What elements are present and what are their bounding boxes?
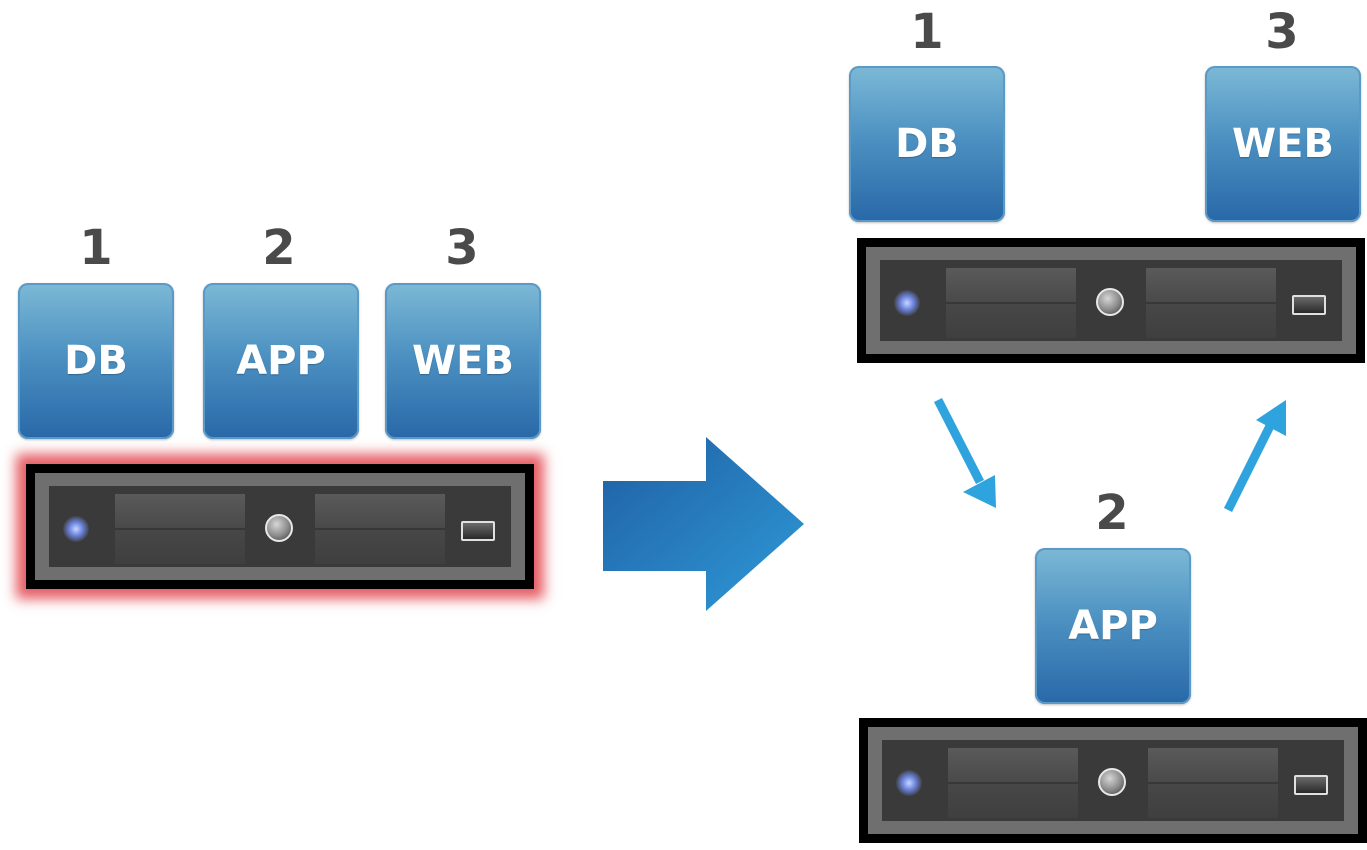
tier-number: 3 — [1265, 4, 1299, 60]
db-tier-tile: DB — [18, 283, 174, 439]
server-panel — [880, 260, 1342, 341]
flow-arrow-up-icon — [1223, 400, 1286, 513]
power-led-icon — [896, 770, 922, 796]
drive-bay — [315, 494, 445, 564]
transition-arrow-icon — [603, 437, 804, 611]
drive-bay — [948, 748, 1078, 818]
single-server-highlighted — [26, 464, 534, 589]
power-button-icon — [265, 514, 293, 542]
power-led-icon — [63, 516, 89, 542]
tier-number: 3 — [445, 220, 479, 276]
port-slot-icon — [461, 521, 495, 541]
tier-number: 2 — [1095, 485, 1129, 541]
db-tier-tile: DB — [849, 66, 1005, 222]
tier-number: 1 — [79, 220, 113, 276]
drive-bay — [1146, 268, 1276, 338]
app-tier-tile: APP — [203, 283, 359, 439]
tier-number: 1 — [910, 4, 944, 60]
web-tier-tile: WEB — [1205, 66, 1361, 222]
tier-number: 2 — [262, 220, 296, 276]
drive-bay — [115, 494, 245, 564]
power-button-icon — [1098, 768, 1126, 796]
port-slot-icon — [1292, 295, 1326, 315]
app-tier-tile: APP — [1035, 548, 1191, 704]
web-tier-tile: WEB — [385, 283, 541, 439]
server-top — [857, 238, 1365, 363]
drive-bay — [1148, 748, 1278, 818]
drive-bay — [946, 268, 1076, 338]
power-button-icon — [1096, 288, 1124, 316]
port-slot-icon — [1294, 775, 1328, 795]
flow-arrow-down-icon — [933, 397, 996, 508]
power-led-icon — [894, 290, 920, 316]
server-bottom — [859, 718, 1367, 843]
server-panel — [49, 486, 511, 567]
server-panel — [882, 740, 1344, 821]
